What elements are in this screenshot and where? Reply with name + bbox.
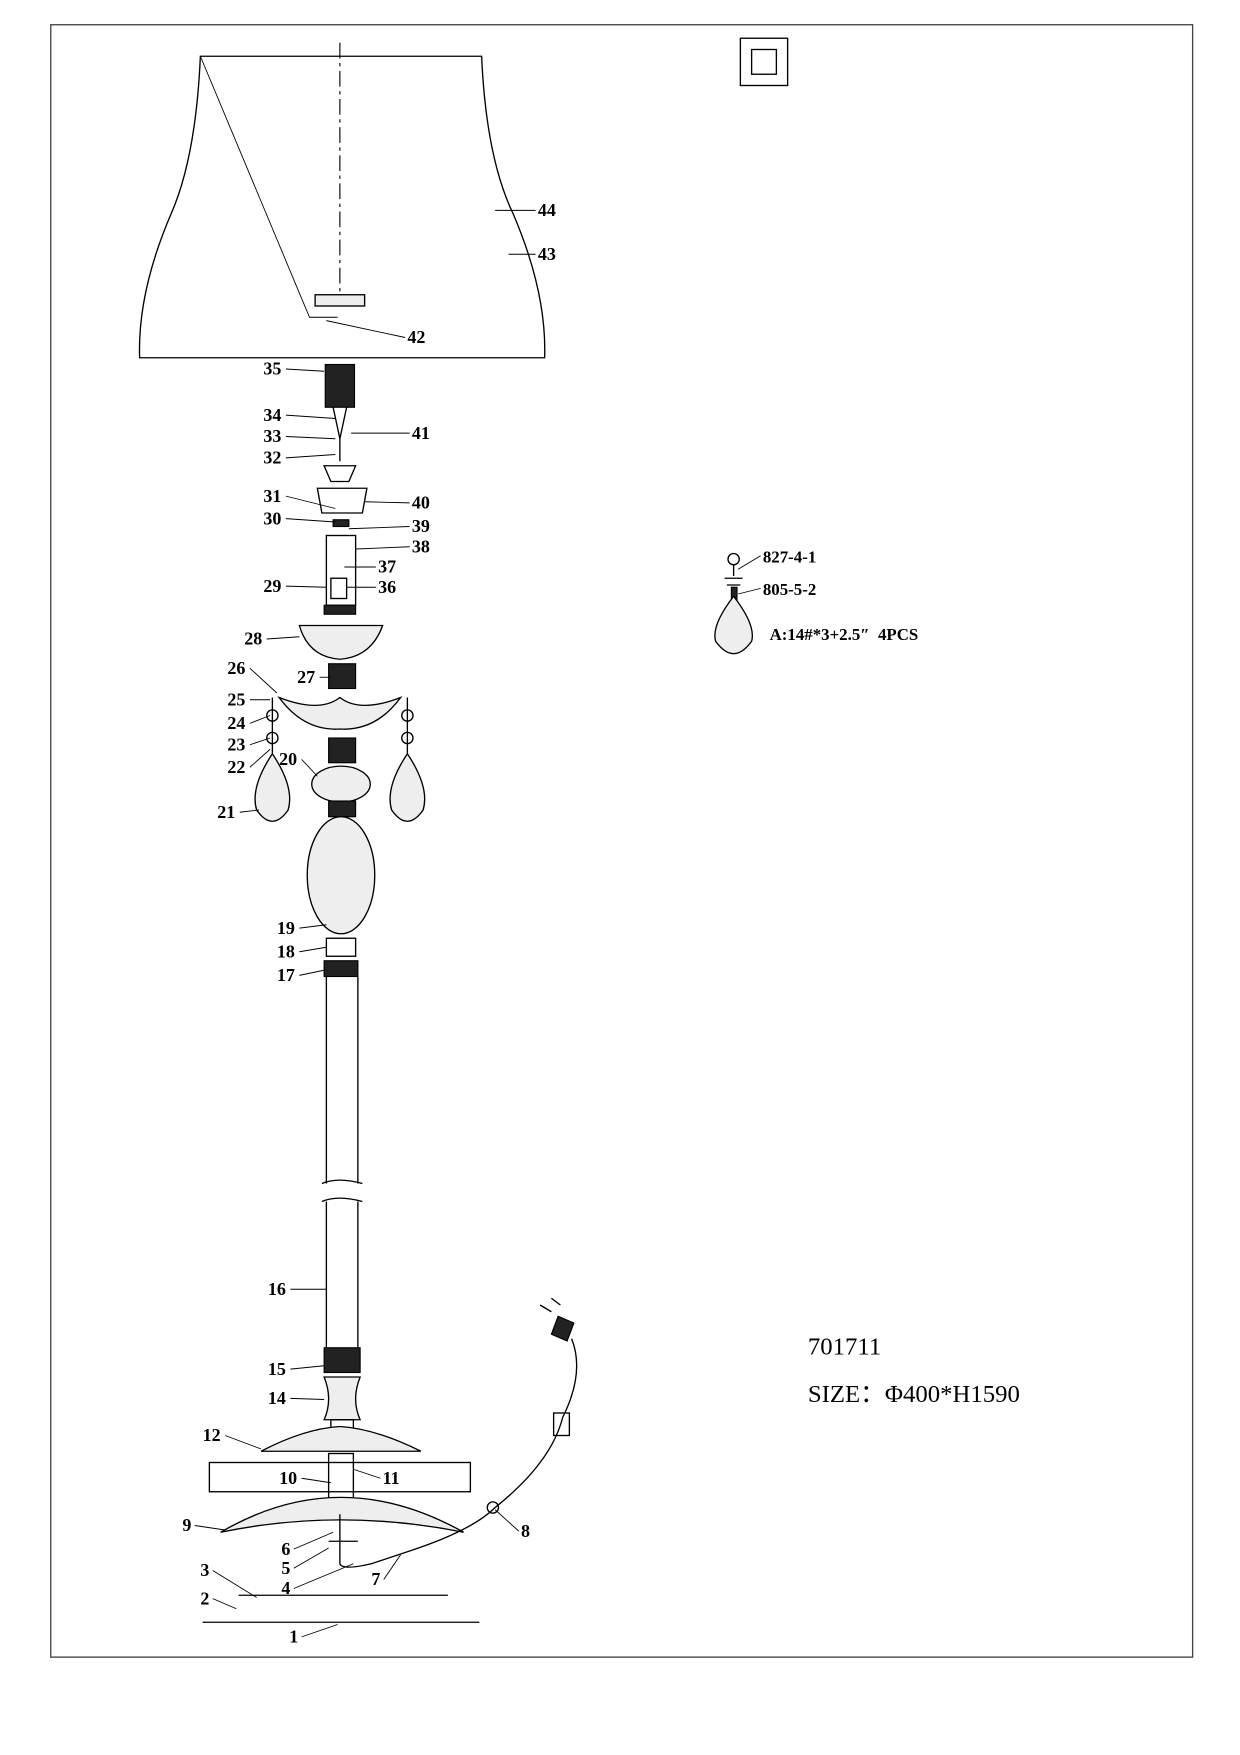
hanging-crystal-left: [254, 697, 291, 822]
part-label-38: 38: [412, 536, 430, 556]
part-label-7: 7: [371, 1569, 380, 1589]
part-label-29: 29: [263, 576, 281, 596]
crystal-detail: [714, 552, 761, 655]
leader-line-30: [285, 518, 336, 523]
leader-line-24: [249, 715, 271, 724]
part-label-23: 23: [227, 734, 245, 754]
part-label-41: 41: [412, 423, 430, 443]
lamp-shade: [138, 55, 546, 359]
lamp-base: [202, 1425, 480, 1623]
leader-line-34: [285, 414, 336, 419]
leader-line-38: [355, 546, 410, 550]
part-label-5: 5: [281, 1558, 290, 1578]
part-label-19: 19: [277, 918, 295, 938]
lamp-stem: [321, 976, 363, 1441]
crystal-spec-label: A:14#*3+2.5″ 4PCS: [770, 625, 919, 644]
leader-line-22: [249, 748, 271, 768]
leader-line-10: [301, 1477, 331, 1484]
part-label-9: 9: [182, 1515, 191, 1535]
crystal-part-bottom-label: 805-5-2: [763, 580, 816, 599]
crystal-part-top-label: 827-4-1: [763, 548, 816, 567]
part-label-33: 33: [263, 426, 281, 446]
leader-line-23: [249, 737, 271, 746]
part-label-8: 8: [521, 1521, 530, 1541]
leader-line-17: [299, 969, 327, 976]
part-label-20: 20: [279, 749, 297, 769]
part-label-22: 22: [227, 757, 245, 777]
part-label-28: 28: [244, 629, 262, 649]
part-label-30: 30: [263, 508, 281, 528]
leader-line-15: [290, 1365, 325, 1370]
size-spec: SIZE：Φ400*H1590: [808, 1381, 1020, 1408]
part-label-18: 18: [277, 941, 295, 961]
part-label-3: 3: [200, 1560, 209, 1580]
part-label-12: 12: [203, 1425, 221, 1445]
leader-line-40: [364, 501, 410, 504]
part-label-34: 34: [263, 405, 281, 425]
leader-line-5: [293, 1547, 329, 1569]
part-label-26: 26: [227, 658, 245, 678]
leader-line-11: [353, 1468, 381, 1479]
leader-line-2: [212, 1598, 237, 1610]
leader-line-4: [293, 1563, 354, 1589]
part-label-37: 37: [378, 557, 396, 577]
part-label-16: 16: [268, 1279, 286, 1299]
leader-line-32: [285, 454, 336, 459]
part-label-44: 44: [538, 200, 556, 220]
leader-line-21: [239, 809, 259, 813]
part-label-36: 36: [378, 577, 396, 597]
leader-line-31: [285, 495, 336, 509]
part-label-39: 39: [412, 516, 430, 536]
leader-line-6: [293, 1531, 334, 1550]
leader-line-18: [299, 946, 327, 953]
leader-line-14: [290, 1397, 325, 1400]
part-label-6: 6: [281, 1539, 290, 1559]
leader-lines: [194, 209, 536, 1638]
leader-line-35: [285, 368, 325, 372]
class-ii-square-icon: [739, 37, 789, 87]
hanging-crystal-right: [389, 697, 426, 822]
part-label-27: 27: [297, 667, 315, 687]
drawing-frame: [50, 24, 1194, 1658]
part-label-31: 31: [263, 486, 281, 506]
leader-line-33: [285, 436, 336, 440]
part-label-35: 35: [263, 359, 281, 379]
leader-line-8: [494, 1509, 520, 1532]
part-label-15: 15: [268, 1359, 286, 1379]
leader-line-9: [194, 1525, 226, 1531]
part-label-21: 21: [217, 802, 235, 822]
leader-line-1: [301, 1624, 338, 1638]
part-label-40: 40: [412, 493, 430, 513]
part-label-42: 42: [407, 327, 425, 347]
bobeche-and-arms: [277, 624, 403, 978]
part-label-43: 43: [538, 244, 556, 264]
leader-line-29: [285, 585, 327, 588]
leader-line-12: [224, 1435, 262, 1450]
socket-assembly: [316, 363, 368, 615]
part-label-24: 24: [227, 713, 245, 733]
leader-line-42: [326, 320, 406, 338]
leader-line-28: [266, 636, 300, 640]
model-number: 701711: [808, 1334, 881, 1361]
leader-line-3: [212, 1570, 257, 1598]
part-label-1: 1: [289, 1627, 298, 1647]
part-label-2: 2: [200, 1588, 209, 1608]
part-label-32: 32: [263, 448, 281, 468]
leader-line-20: [301, 759, 318, 777]
part-label-17: 17: [277, 965, 295, 985]
leader-line-7: [383, 1554, 401, 1580]
power-cord: [411, 1297, 578, 1551]
part-label-25: 25: [227, 689, 245, 709]
part-label-14: 14: [268, 1388, 286, 1408]
part-label-4: 4: [281, 1578, 290, 1598]
part-label-11: 11: [383, 1468, 400, 1488]
leader-line-39: [348, 526, 410, 530]
leader-line-19: [299, 924, 327, 929]
leader-line-26: [249, 667, 278, 694]
part-label-10: 10: [279, 1468, 297, 1488]
